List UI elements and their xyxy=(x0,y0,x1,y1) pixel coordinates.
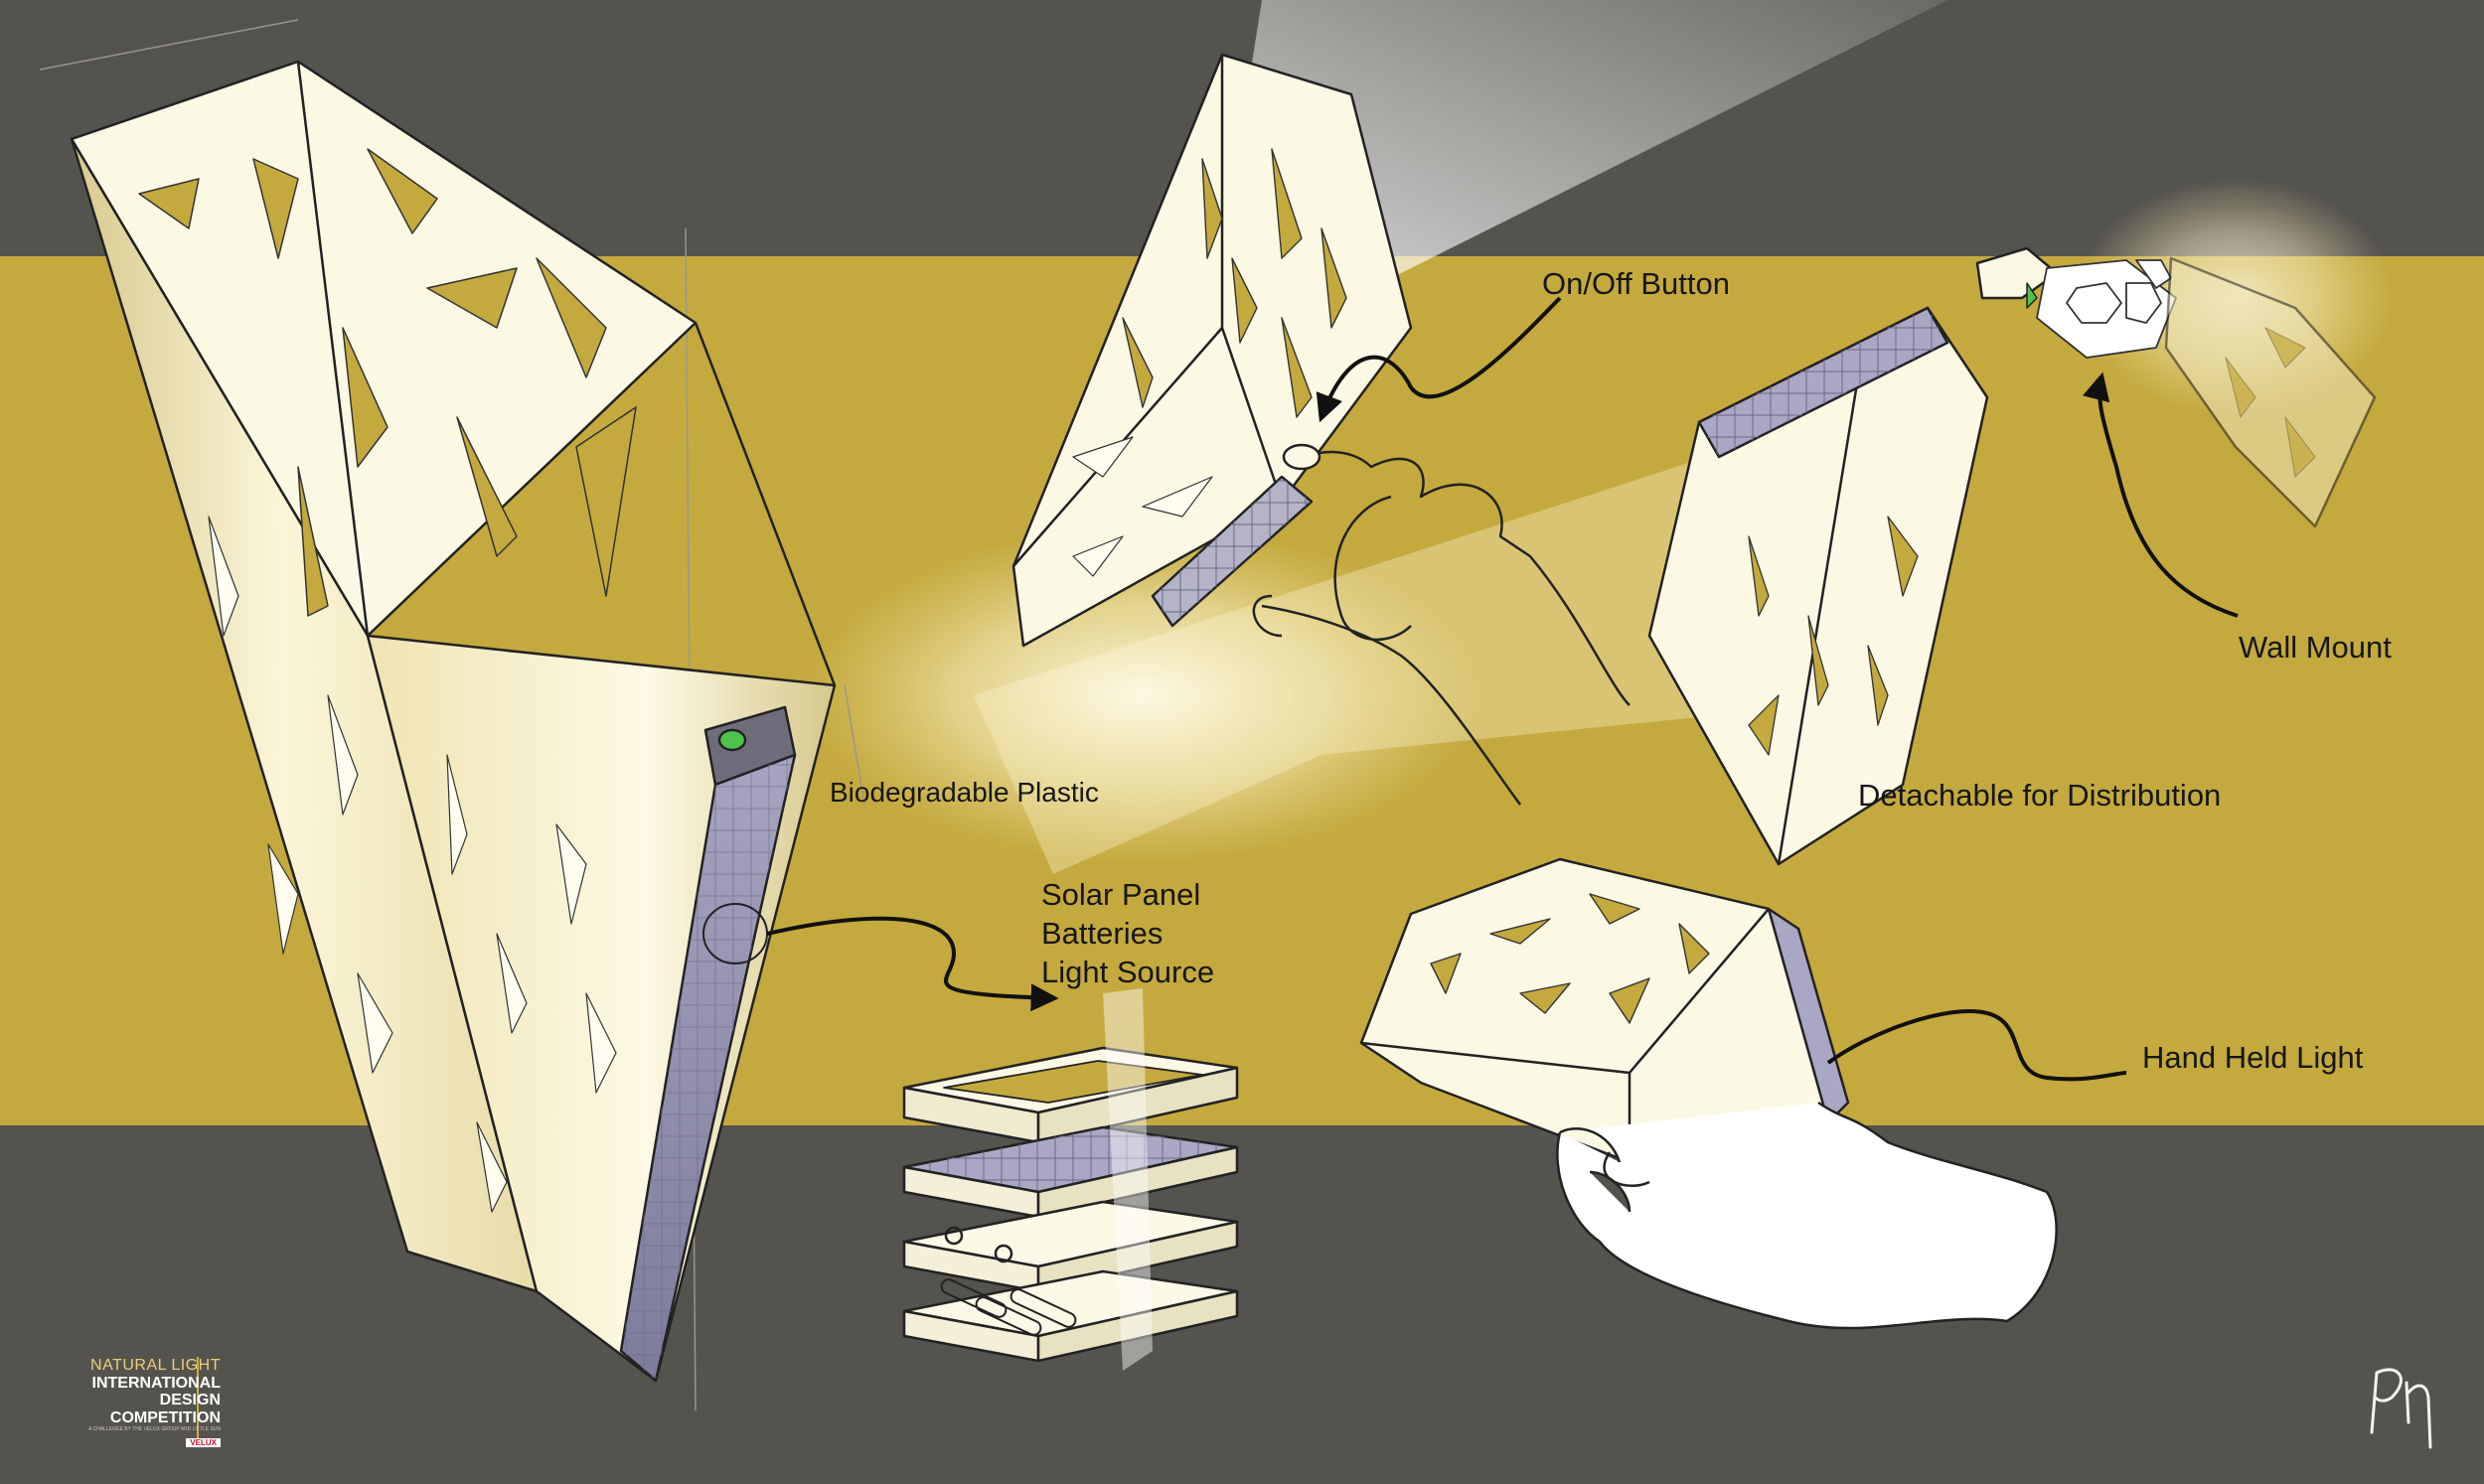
onoff-callout-arrow xyxy=(1316,296,1562,423)
label-components-list: Solar Panel Batteries Light Source xyxy=(1041,876,1214,991)
label-wall-mount: Wall Mount xyxy=(2239,630,2392,665)
label-on-off-button: On/Off Button xyxy=(1542,266,1730,301)
light-beam-top xyxy=(1232,0,1947,298)
label-batteries: Batteries xyxy=(1041,915,1164,951)
label-solar-panel: Solar Panel xyxy=(1041,877,1201,912)
logo-brand: VELUX xyxy=(186,1438,221,1448)
label-biodegradable-plastic: Biodegradable Plastic xyxy=(830,777,1099,808)
green-button-icon xyxy=(717,728,747,752)
artist-signature xyxy=(2370,1368,2432,1449)
label-hand-held-light: Hand Held Light xyxy=(2142,1040,2364,1075)
logo-tagline: A CHALLENGE BY THE VELUX GROUP AND LITTL… xyxy=(88,1426,221,1433)
competition-logo: NATURAL LIGHT INTERNATIONAL DESIGN COMPE… xyxy=(52,1357,221,1450)
label-light-source: Light Source xyxy=(1041,954,1215,989)
exploded-components xyxy=(902,988,1239,1371)
wall-mount-callout-arrow xyxy=(2082,371,2239,618)
logo-line-2: INTERNATIONAL xyxy=(91,1374,221,1392)
logo-rule xyxy=(197,1357,199,1446)
hand-icon xyxy=(1556,1101,2058,1330)
handheld-switch-lamp xyxy=(1011,53,1630,806)
handheld-lamp xyxy=(1359,857,2058,1330)
handheld-callout-line xyxy=(1826,1009,2127,1082)
label-detachable: Detachable for Distribution xyxy=(1858,778,2222,813)
wall-mount-icon xyxy=(2036,259,2177,359)
solar-callout-arrow xyxy=(766,916,1059,1012)
light-glow xyxy=(805,526,1480,864)
logo-line-1: NATURAL LIGHT xyxy=(90,1357,221,1374)
wall-mount-assembly xyxy=(1647,246,2377,866)
logo-line-3: DESIGN COMPETITION xyxy=(109,1392,221,1426)
large-lamp xyxy=(39,19,865,1411)
